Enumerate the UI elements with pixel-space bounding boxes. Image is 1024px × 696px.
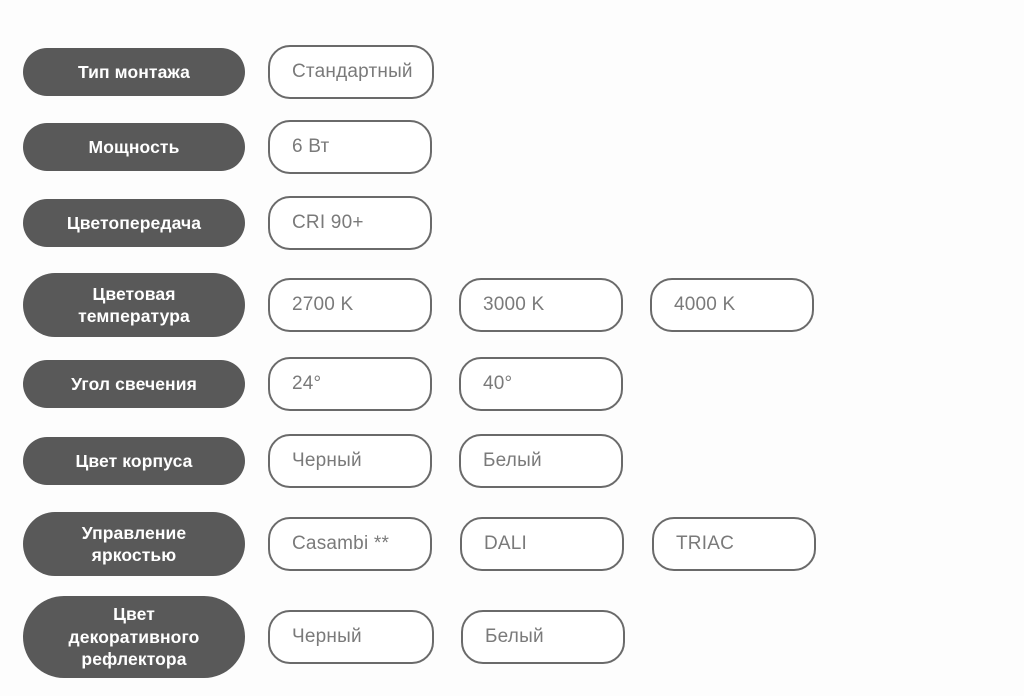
spec-option-label: Casambi ** [292, 533, 390, 554]
spec-option-pill[interactable]: Casambi ** [268, 517, 432, 571]
spec-options-group: Casambi ** DALI TRIAC [268, 517, 816, 571]
spec-row: Управление яркостью Casambi ** DALI TRIAC [0, 499, 1024, 589]
spec-option-pill[interactable]: 2700 K [268, 278, 432, 332]
spec-option-pill[interactable]: DALI [460, 517, 624, 571]
spec-option-label: Стандартный [292, 61, 413, 82]
spec-option-pill[interactable]: CRI 90+ [268, 196, 432, 250]
spec-label-text: Мощность [88, 136, 180, 157]
spec-row: Мощность 6 Вт [0, 102, 1024, 192]
spec-option-pill[interactable]: 40° [459, 357, 623, 411]
spec-label-text: Цветопередача [66, 212, 202, 233]
spec-option-pill[interactable]: Белый [459, 434, 623, 488]
spec-option-label: 24° [292, 373, 322, 394]
spec-option-pill[interactable]: 24° [268, 357, 432, 411]
spec-label-text: Цвет декоративного рефлектора [68, 604, 200, 670]
spec-row: Угол свечения 24° 40° [0, 339, 1024, 429]
spec-label-text: Тип монтажа [78, 61, 190, 82]
spec-option-label: 4000 K [674, 294, 736, 315]
spec-option-pill[interactable]: 6 Вт [268, 120, 432, 174]
spec-options-group: CRI 90+ [268, 196, 432, 250]
spec-option-label: TRIAC [676, 533, 734, 554]
spec-option-pill[interactable]: 4000 K [650, 278, 814, 332]
spec-row: Цветовая температура 2700 K 3000 K 4000 K [0, 260, 1024, 350]
spec-options-group: 2700 K 3000 K 4000 K [268, 278, 814, 332]
spec-option-label: 6 Вт [292, 136, 330, 157]
spec-row: Цветопередача CRI 90+ [0, 178, 1024, 268]
spec-label-pill: Тип монтажа [23, 48, 245, 96]
spec-option-label: Белый [483, 450, 542, 471]
spec-option-label: DALI [484, 533, 528, 554]
spec-label-pill: Угол свечения [23, 360, 245, 408]
spec-label-pill: Мощность [23, 123, 245, 171]
spec-label-text: Цвет корпуса [75, 450, 193, 471]
spec-option-label: CRI 90+ [292, 212, 364, 233]
spec-options-group: Черный Белый [268, 610, 625, 664]
spec-row: Цвет корпуса Черный Белый [0, 416, 1024, 506]
spec-option-label: 2700 K [292, 294, 354, 315]
spec-option-pill[interactable]: 3000 K [459, 278, 623, 332]
spec-row: Тип монтажа Стандартный [0, 27, 1024, 117]
spec-label-pill: Цвет декоративного рефлектора [23, 596, 245, 678]
spec-option-pill[interactable]: TRIAC [652, 517, 816, 571]
spec-option-pill[interactable]: Стандартный [268, 45, 434, 99]
spec-row: Цвет декоративного рефлектора Черный Белый [0, 592, 1024, 682]
spec-options-group: Стандартный [268, 45, 434, 99]
spec-label-text: Управление яркостью [81, 522, 187, 565]
spec-option-label: Черный [292, 450, 362, 471]
spec-option-pill[interactable]: Черный [268, 434, 432, 488]
spec-option-label: Белый [485, 626, 544, 647]
spec-label-pill: Цветопередача [23, 199, 245, 247]
spec-option-pill[interactable]: Белый [461, 610, 625, 664]
spec-option-pill[interactable]: Черный [268, 610, 434, 664]
spec-options-group: Черный Белый [268, 434, 623, 488]
spec-label-pill: Управление яркостью [23, 512, 245, 576]
spec-options-group: 6 Вт [268, 120, 432, 174]
spec-option-label: 40° [483, 373, 513, 394]
spec-option-label: 3000 K [483, 294, 545, 315]
spec-label-pill: Цвет корпуса [23, 437, 245, 485]
spec-label-pill: Цветовая температура [23, 273, 245, 337]
spec-label-text: Цветовая температура [78, 283, 190, 326]
spec-options-group: 24° 40° [268, 357, 623, 411]
spec-option-label: Черный [292, 626, 362, 647]
spec-label-text: Угол свечения [71, 373, 197, 394]
